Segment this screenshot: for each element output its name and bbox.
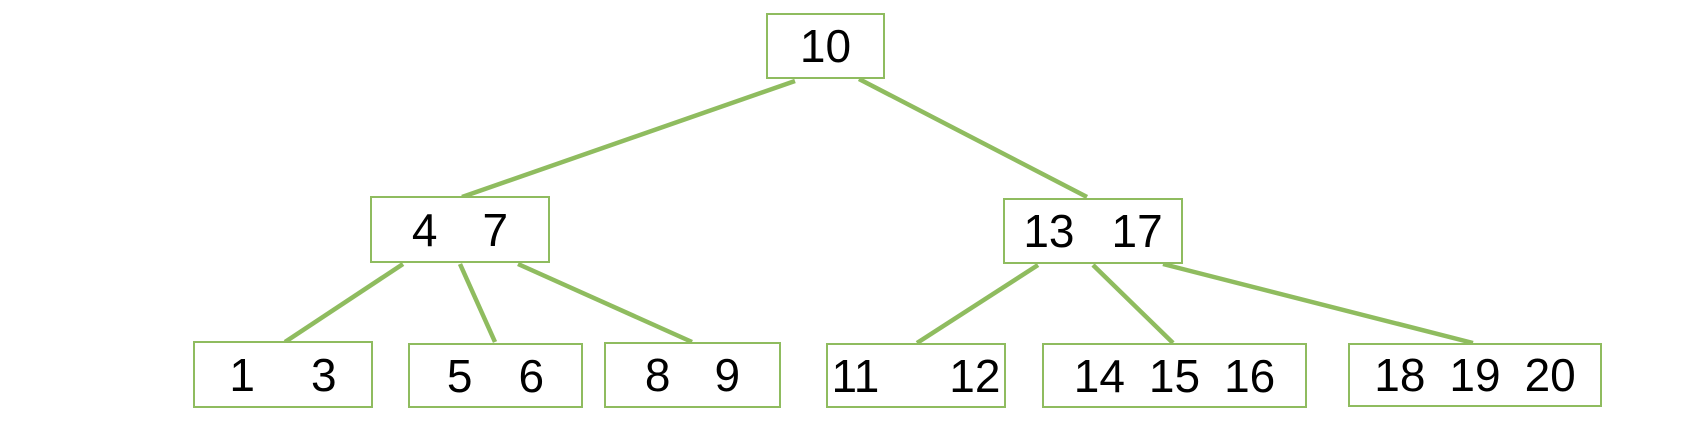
btree-node-18-19-20: 18 19 20 bbox=[1348, 343, 1602, 407]
node-key: 16 bbox=[1224, 349, 1276, 402]
node-key: 13 bbox=[1023, 205, 1075, 257]
node-key: 1 bbox=[229, 348, 255, 401]
node-key: 14 bbox=[1073, 349, 1125, 402]
node-key: 19 bbox=[1449, 349, 1501, 401]
connector-root-to-13-17 bbox=[857, 77, 1089, 199]
node-key: 17 bbox=[1111, 205, 1163, 257]
node-key: 12 bbox=[949, 349, 1001, 402]
node-key: 3 bbox=[311, 348, 337, 401]
node-key: 8 bbox=[644, 349, 671, 401]
node-key: 7 bbox=[482, 203, 509, 256]
connector-13-17-to-18-19-20 bbox=[1162, 261, 1474, 346]
node-key: 10 bbox=[799, 20, 852, 72]
connector-13-17-to-14-15-16 bbox=[1091, 263, 1175, 345]
connector-root-to-4-7 bbox=[461, 78, 796, 200]
btree-node-13-17: 13 17 bbox=[1003, 198, 1183, 264]
btree-node-4-7: 4 7 bbox=[370, 196, 550, 263]
node-key: 6 bbox=[518, 349, 545, 402]
btree-node-root: 10 bbox=[766, 13, 885, 79]
btree-node-1-3: 1 3 bbox=[193, 341, 373, 408]
node-key: 5 bbox=[446, 349, 473, 402]
node-key: 11 bbox=[831, 349, 880, 402]
connector-4-7-to-8-9 bbox=[517, 261, 693, 345]
node-key: 18 bbox=[1374, 349, 1426, 401]
connector-4-7-to-5-6 bbox=[457, 263, 498, 343]
btree-node-11-12: 11 12 bbox=[826, 343, 1006, 408]
btree-node-8-9: 8 9 bbox=[604, 342, 781, 408]
node-key: 4 bbox=[411, 203, 438, 256]
node-key: 15 bbox=[1148, 349, 1201, 402]
btree-node-14-15-16: 14 15 16 bbox=[1042, 343, 1307, 408]
node-key: 20 bbox=[1524, 349, 1576, 401]
connector-4-7-to-1-3 bbox=[283, 262, 405, 344]
node-key: 9 bbox=[714, 349, 741, 401]
connector-13-17-to-11-12 bbox=[915, 263, 1040, 345]
btree-node-5-6: 5 6 bbox=[408, 343, 583, 408]
